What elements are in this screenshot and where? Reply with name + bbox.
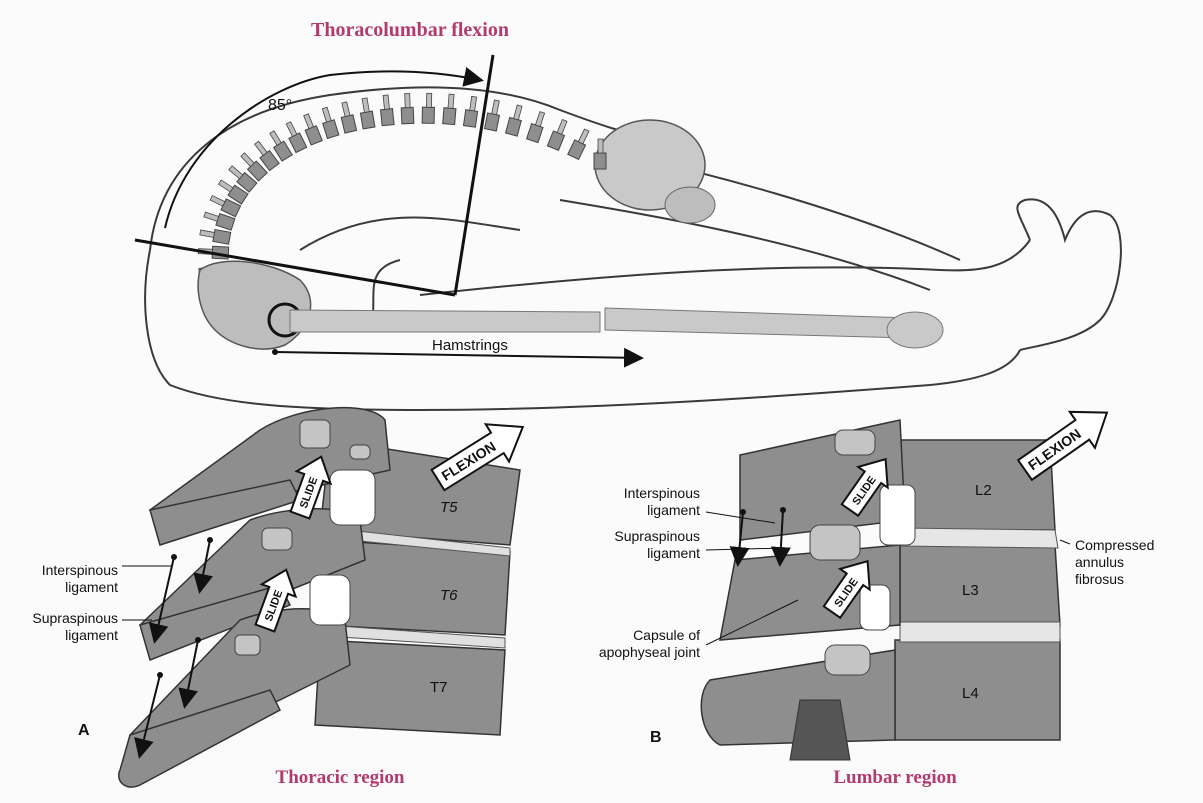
head — [595, 120, 715, 223]
panel-letter-a: A — [78, 722, 90, 739]
spine-vertebra — [443, 94, 457, 125]
panel-b-lumbar: Interspinous ligament Supraspinous ligam… — [599, 395, 1155, 788]
spine-vertebra — [318, 106, 338, 138]
spinal-column — [198, 93, 606, 277]
vertebra-label-l3: L3 — [962, 582, 979, 599]
spine-vertebra — [199, 227, 231, 244]
hamstrings-label: Hamstrings — [432, 337, 508, 354]
label-interspinous-a: Interspinous — [42, 562, 118, 578]
vertebra-label-l4: L4 — [962, 685, 979, 702]
spine-vertebra — [358, 97, 375, 129]
spine-vertebra — [568, 127, 592, 159]
vertebra-label-t5: T5 — [440, 499, 458, 516]
vertebra-label-l2: L2 — [975, 482, 992, 499]
vertebra-l3-body — [900, 545, 1060, 625]
figure-title: Thoracolumbar flexion — [311, 19, 509, 41]
spine-vertebra — [338, 101, 357, 133]
spine-vertebra — [485, 99, 503, 131]
label-annulus-2: annulus — [1075, 554, 1124, 570]
label-capsule-2: apophyseal joint — [599, 644, 700, 660]
panel-a-thoracic: Interspinous ligament Supraspinous ligam… — [32, 408, 534, 788]
angle-arc — [165, 71, 480, 228]
label-annulus-3: fibrosus — [1075, 571, 1124, 587]
label-interspinous-b: Interspinous — [624, 485, 700, 501]
spine-vertebra — [401, 93, 414, 123]
pelvis — [198, 261, 311, 349]
label-supraspinous-b-2: ligament — [647, 545, 700, 561]
spine-vertebra — [527, 110, 548, 142]
vertebra-label-t7: T7 — [430, 679, 448, 696]
vertebra-label-t6: T6 — [440, 587, 458, 604]
caption-thoracic: Thoracic region — [276, 767, 405, 788]
label-annulus: Compressed — [1075, 537, 1154, 553]
spine-vertebra — [422, 93, 435, 123]
label-supraspinous-b: Supraspinous — [614, 528, 700, 544]
spine-vertebra — [379, 95, 394, 126]
caption-lumbar: Lumbar region — [833, 767, 957, 788]
spine-vertebra — [506, 104, 525, 136]
flexion-angle-lines — [135, 55, 493, 295]
hamstrings-origin — [272, 349, 278, 355]
label-supraspinous-a: Supraspinous — [32, 610, 118, 626]
femur — [290, 308, 943, 348]
label-capsule: Capsule of — [633, 627, 700, 643]
spine-vertebra — [463, 96, 479, 127]
label-supraspinous-a-2: ligament — [65, 627, 118, 643]
label-interspinous-b-2: ligament — [647, 502, 700, 518]
label-interspinous-a-2: ligament — [65, 579, 118, 595]
angle-label: 85° — [268, 97, 292, 114]
spine-vertebra — [547, 118, 569, 150]
panel-letter-b: B — [650, 729, 662, 746]
